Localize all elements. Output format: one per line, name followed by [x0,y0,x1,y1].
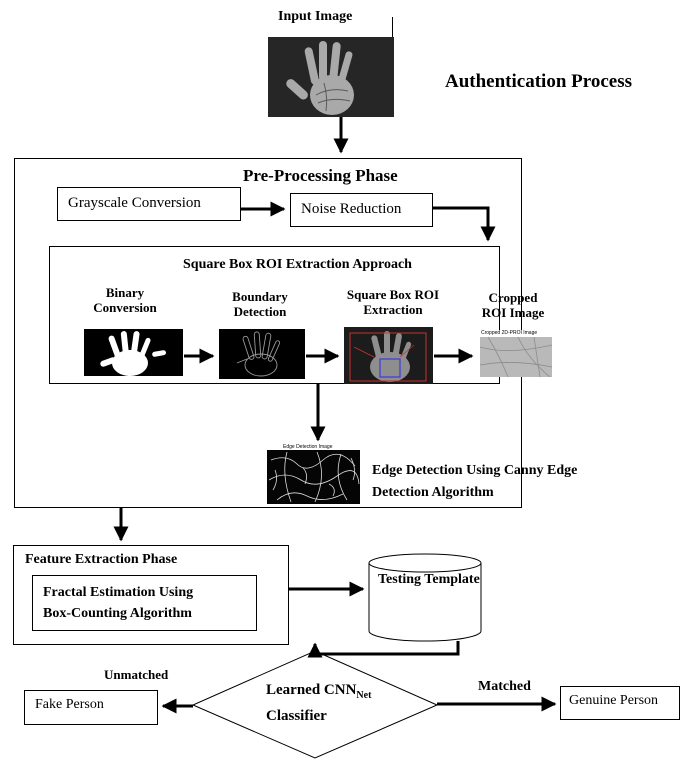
noise-label: Noise Reduction [301,201,402,217]
diagram-title: Authentication Process [445,71,632,92]
arrow-noise-to-roi [433,206,496,242]
binary-palm-image [84,329,183,376]
boundary-image [219,329,305,379]
input-palm-image [268,37,394,117]
unmatched-label: Unmatched [104,667,169,682]
grayscale-label: Grayscale Conversion [68,195,201,211]
fake-person-box [24,690,158,725]
edge-caption: Edge Detection Image [283,444,333,450]
testing-template-label: Testing Template [378,572,480,587]
classifier-label: Learned CNNNet Classifier [266,682,372,724]
preprocessing-title: Pre-Processing Phase [243,166,398,185]
testing-template-database [368,553,482,642]
grayscale-box [57,187,241,221]
fake-person-label: Fake Person [35,697,104,712]
genuine-person-box [560,686,680,720]
squarebox-roi-image [344,327,433,384]
arrow-database-to-classifier [307,641,460,658]
input-image-label: Input Image [278,9,353,24]
input-image-frame [392,17,393,37]
fractal-box [32,575,257,631]
cropped-roi-image: Cropped 2D-PROI Image [478,330,554,377]
roi-title: Square Box ROI Extraction Approach [183,257,412,272]
noise-box [290,193,433,227]
edge-detection-image: Edge Detection Image [267,444,360,504]
matched-label: Matched [478,679,531,694]
cropped-caption: Cropped 2D-PROI Image [481,330,538,336]
genuine-person-label: Genuine Person [569,693,659,708]
feature-title: Feature Extraction Phase [25,552,178,567]
